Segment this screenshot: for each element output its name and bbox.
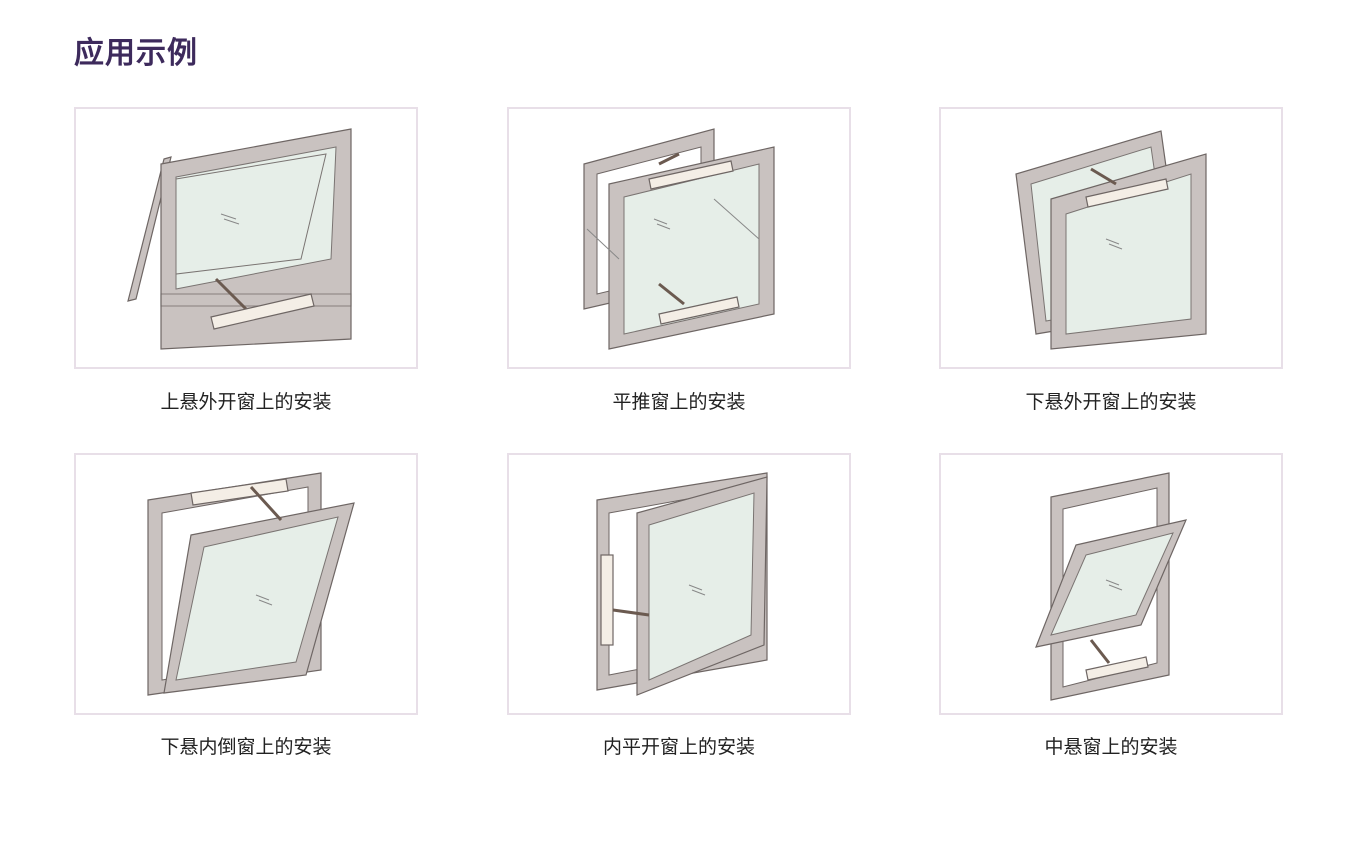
page-title: 应用示例 — [74, 36, 198, 71]
example-caption: 下悬外开窗上的安装 — [1025, 391, 1197, 413]
example-caption: 下悬内倒窗上的安装 — [160, 736, 332, 758]
bottom-hung-inward-window-illustration — [147, 472, 355, 696]
example-caption: 中悬窗上的安装 — [1044, 736, 1178, 758]
example-card-center-pivot — [939, 453, 1283, 715]
example-caption: 内平开窗上的安装 — [602, 736, 755, 758]
example-caption: 平推窗上的安装 — [612, 391, 746, 413]
example-card-inward-casement — [507, 453, 851, 715]
parallel-push-window-illustration — [583, 128, 775, 350]
top-hung-outward-window-illustration — [127, 128, 352, 350]
example-card-parallel-push — [507, 107, 851, 369]
bottom-hung-outward-window-illustration — [1015, 130, 1207, 350]
center-pivot-window-illustration — [1035, 472, 1188, 701]
example-card-top-hung-outward — [74, 107, 418, 369]
inward-casement-window-illustration — [596, 472, 768, 696]
example-card-bottom-hung-outward — [939, 107, 1283, 369]
example-card-bottom-hung-inward — [74, 453, 418, 715]
example-caption: 上悬外开窗上的安装 — [160, 391, 332, 413]
